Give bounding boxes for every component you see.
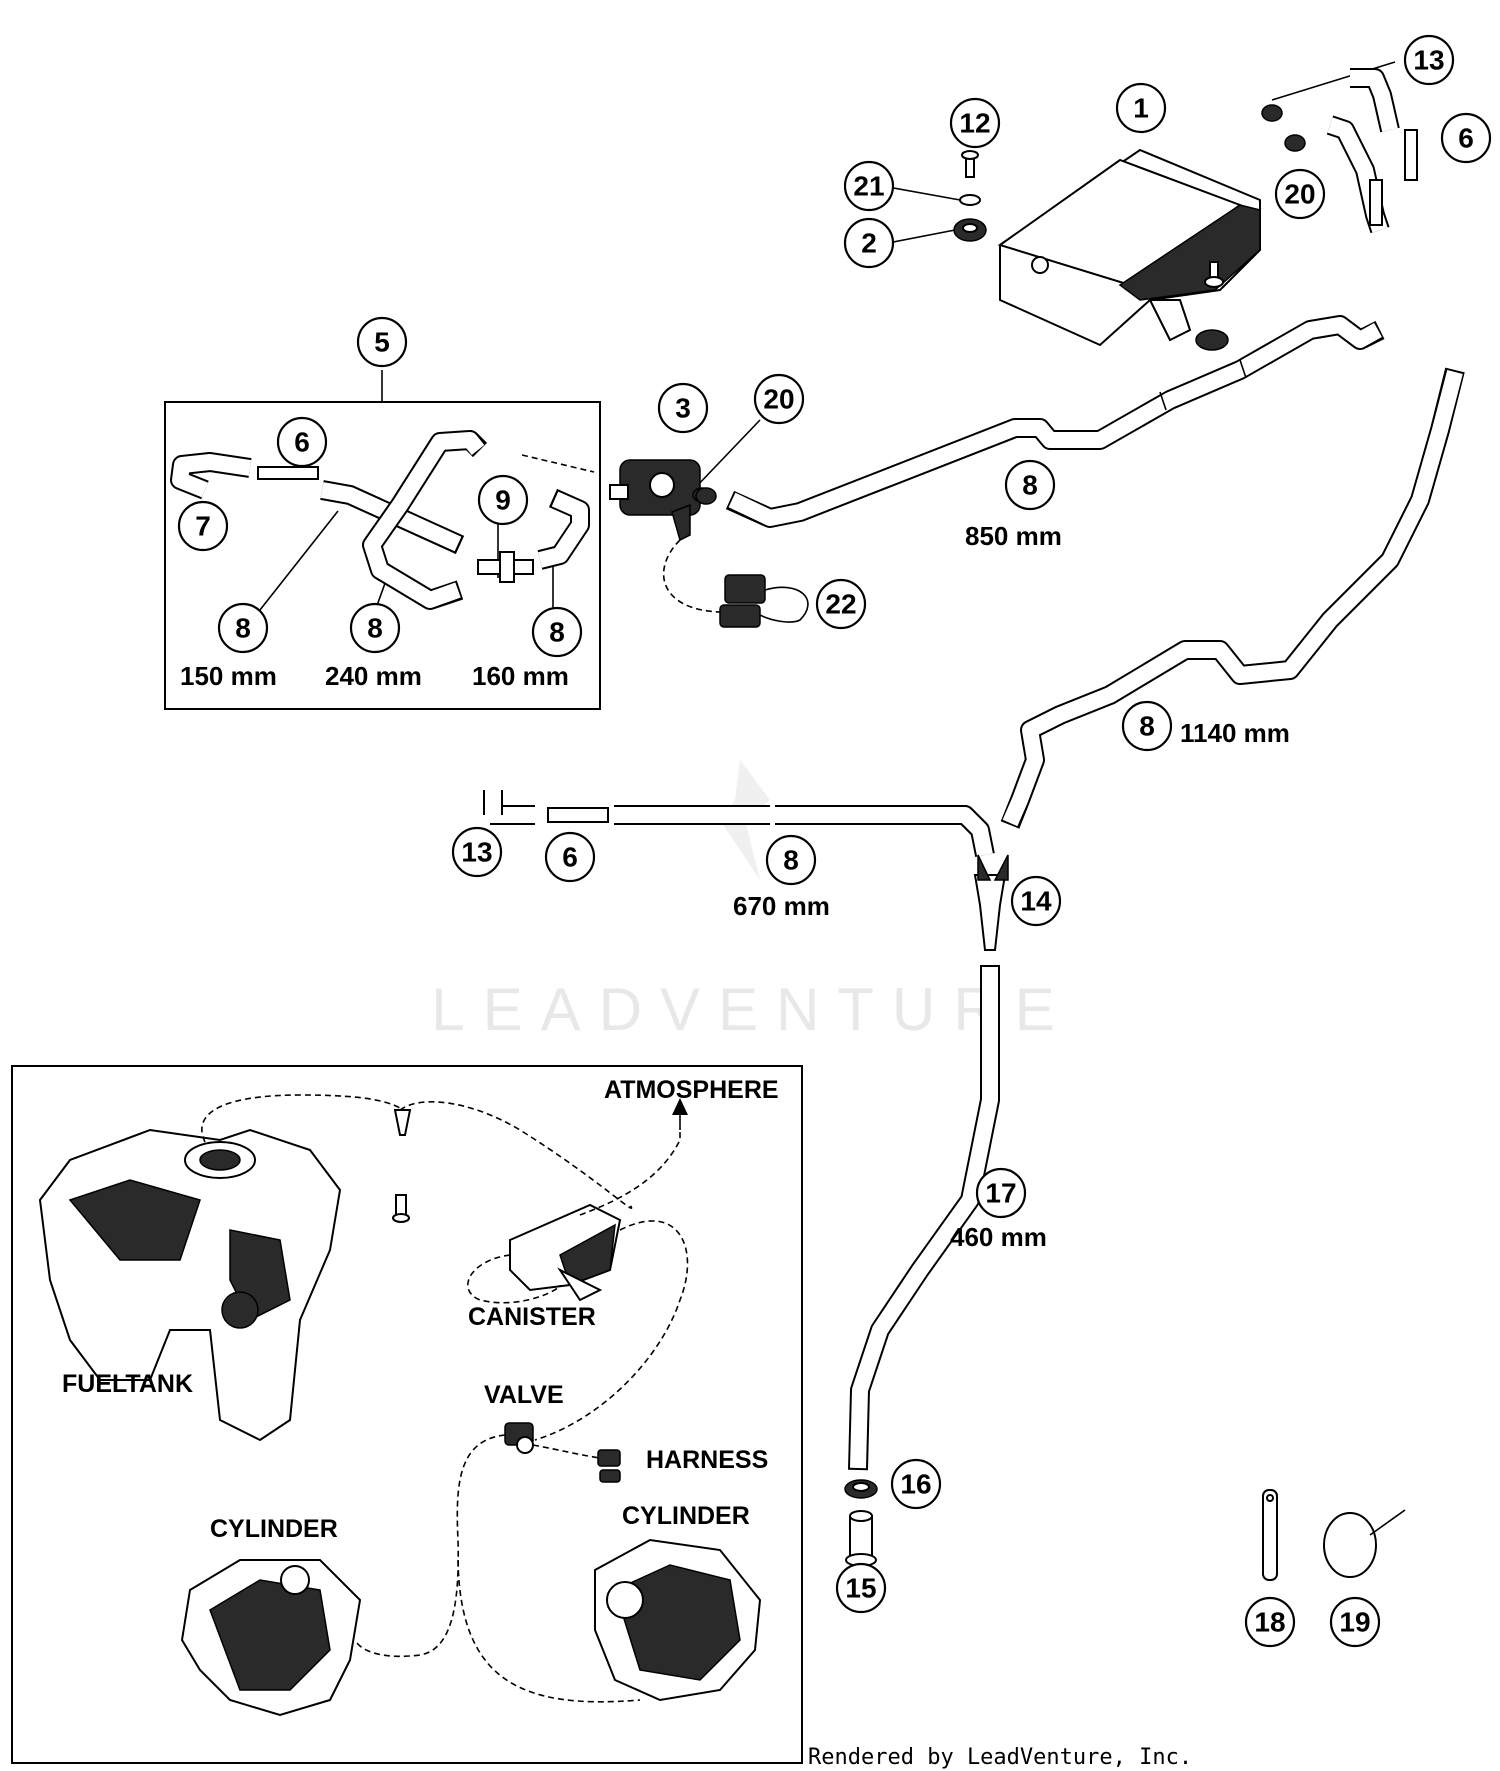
watermark: LEADVENTURE (431, 760, 1072, 1043)
svg-text:8: 8 (783, 845, 799, 876)
callout-21: 21 (843, 160, 895, 212)
callout-14: 14 (1010, 875, 1062, 927)
callout-2: 2 (843, 217, 895, 269)
callout-6-top: 6 (1440, 112, 1492, 164)
callout-19: 19 (1329, 1596, 1381, 1648)
label-harness: HARNESS (646, 1446, 768, 1474)
callout-7: 7 (177, 500, 229, 552)
clamp-20-valve (695, 487, 717, 505)
svg-text:8: 8 (367, 613, 383, 644)
svg-text:22: 22 (825, 589, 856, 620)
svg-text:20: 20 (1284, 179, 1315, 210)
svg-text:8: 8 (1022, 470, 1038, 501)
harness-22 (662, 539, 809, 628)
svg-text:14: 14 (1020, 886, 1052, 917)
svg-text:1: 1 (1133, 93, 1149, 124)
callout-18: 18 (1244, 1596, 1296, 1648)
svg-text:13: 13 (1413, 45, 1444, 76)
length-150: 150 mm (180, 661, 277, 691)
callout-8-670: 8 (765, 834, 817, 886)
label-cylinder-right: CYLINDER (622, 1502, 750, 1530)
canister-outlet-fittings (1261, 68, 1418, 234)
strap-18 (1262, 1489, 1278, 1581)
callout-6-bottom: 6 (544, 831, 596, 883)
svg-text:8: 8 (1139, 711, 1155, 742)
harness-schematic (597, 1449, 621, 1483)
watermark-text: LEADVENTURE (431, 976, 1072, 1043)
length-850: 850 mm (965, 521, 1062, 551)
callout-8-850: 8 (1004, 459, 1056, 511)
svg-text:16: 16 (900, 1469, 931, 1500)
svg-text:5: 5 (374, 327, 390, 358)
svg-text:18: 18 (1254, 1607, 1285, 1638)
callout-1: 1 (1115, 82, 1167, 134)
hose-670 (483, 790, 995, 857)
callout-13-bottom: 13 (451, 826, 503, 878)
length-1140: 1140 mm (1180, 718, 1290, 748)
svg-text:19: 19 (1339, 1607, 1370, 1638)
svg-text:12: 12 (959, 108, 990, 139)
callout-20-valve: 20 (753, 373, 805, 425)
clamp-16 (844, 1479, 878, 1499)
schematic-box (11, 1065, 803, 1764)
svg-text:13: 13 (461, 837, 492, 868)
svg-text:21: 21 (853, 171, 884, 202)
callout-5: 5 (356, 316, 408, 368)
callout-6-box: 6 (276, 416, 328, 468)
fueltank-drawing (38, 1128, 342, 1442)
svg-text:8: 8 (235, 613, 251, 644)
length-670: 670 mm (733, 891, 830, 921)
callout-16: 16 (890, 1458, 942, 1510)
callout-8-1140: 8 (1121, 700, 1173, 752)
label-canister: CANISTER (468, 1303, 596, 1331)
kit-box-5 (164, 401, 601, 710)
length-460: 460 mm (950, 1222, 1047, 1252)
hose-1140 (1000, 367, 1465, 829)
svg-text:6: 6 (294, 427, 310, 458)
svg-text:20: 20 (763, 384, 794, 415)
svg-text:9: 9 (495, 485, 511, 516)
callout-13-top: 13 (1403, 34, 1455, 86)
canister-mount-hardware (953, 150, 987, 242)
callout-22: 22 (815, 578, 867, 630)
tee-fitting-14 (973, 854, 1009, 951)
label-cylinder-left: CYLINDER (210, 1515, 338, 1543)
canister-schematic (509, 1203, 622, 1302)
cap-15 (845, 1510, 877, 1567)
svg-text:8: 8 (549, 617, 565, 648)
callout-15: 15 (835, 1562, 887, 1614)
callout-12: 12 (949, 97, 1001, 149)
svg-text:2: 2 (861, 228, 877, 259)
callout-8-240: 8 (349, 602, 401, 654)
callout-8-160: 8 (531, 606, 583, 658)
svg-text:15: 15 (845, 1573, 876, 1604)
hose-850 (725, 315, 1385, 528)
cylinder-right-drawing (594, 1538, 762, 1702)
svg-text:3: 3 (675, 393, 691, 424)
svg-text:6: 6 (1458, 123, 1474, 154)
valve-schematic (504, 1422, 534, 1454)
label-atmosphere: ATMOSPHERE (604, 1076, 779, 1104)
label-valve: VALVE (484, 1381, 564, 1409)
footer-credit: Rendered by LeadVenture, Inc. (808, 1745, 1192, 1770)
callout-8-150: 8 (217, 602, 269, 654)
length-240: 240 mm (325, 661, 422, 691)
svg-text:7: 7 (195, 511, 211, 542)
canister (997, 148, 1261, 351)
cable-tie-19 (1323, 1509, 1406, 1578)
callout-17: 17 (975, 1167, 1027, 1219)
cylinder-left-drawing (180, 1559, 362, 1717)
callout-3: 3 (657, 382, 709, 434)
label-fueltank: FUELTANK (62, 1370, 193, 1398)
purge-valve-3 (609, 459, 712, 542)
callout-20-top: 20 (1274, 168, 1326, 220)
hose-460 (848, 965, 1000, 1471)
length-160: 160 mm (472, 661, 569, 691)
svg-text:17: 17 (985, 1178, 1016, 1209)
callout-9: 9 (477, 474, 529, 526)
svg-text:6: 6 (562, 842, 578, 873)
